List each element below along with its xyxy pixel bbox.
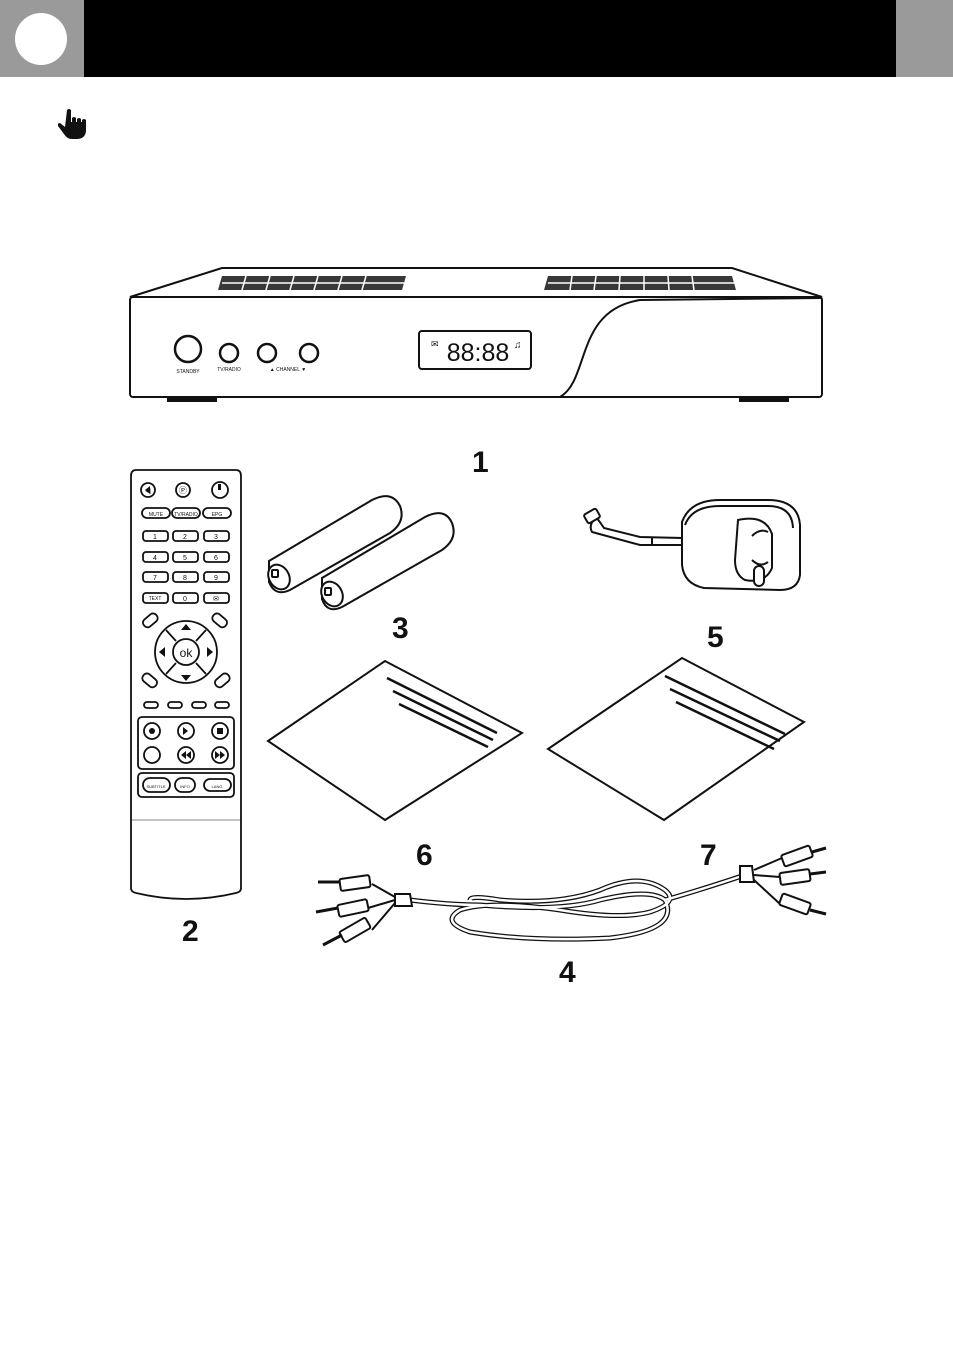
item-number-7: 7 [700, 839, 717, 873]
remote-key-2: 2 [183, 534, 187, 541]
warranty-card-illustration [548, 658, 804, 820]
item-number-1: 1 [472, 446, 489, 480]
remote-key-subtitle: SUBTITLE [146, 784, 165, 789]
remote-key-info: INFO [180, 784, 190, 789]
item-number-4: 4 [559, 956, 576, 990]
item-number-6: 6 [416, 839, 433, 873]
item-number-5: 5 [707, 621, 724, 655]
remote-key-mute: MUTE [149, 512, 164, 518]
remote-key-1: 1 [153, 534, 157, 541]
remote-key-0: 0 [183, 596, 187, 603]
remote-key-8: 8 [183, 575, 187, 582]
remote-key-tvradio: TV/RADIO [174, 512, 198, 518]
remote-key-9: 9 [214, 575, 218, 582]
remote-key-ok: ok [180, 646, 194, 660]
receiver-display-digits: 88:88 [447, 339, 510, 367]
remote-key-3: 3 [214, 534, 218, 541]
power-adapter-illustration [583, 500, 800, 590]
remote-key-text: TEXT [149, 596, 162, 602]
receiver-illustration [130, 268, 822, 401]
remote-key-p: Ⓟ [179, 486, 187, 495]
rca-cable-illustration [316, 845, 826, 945]
manual-illustration [268, 661, 522, 820]
remote-key-vol: ◁ [145, 488, 151, 495]
remote-key-7: 7 [153, 575, 157, 582]
receiver-label-tvradio: TV/RADIO [217, 367, 241, 373]
receiver-label-standby: STANDBY [176, 369, 200, 375]
item-number-3: 3 [392, 612, 409, 646]
remote-key-epg: EPG [212, 512, 223, 518]
remote-key-4: 4 [153, 555, 157, 562]
item-number-2: 2 [182, 915, 199, 949]
receiver-display-music-icon: ♫ [514, 340, 522, 351]
remote-key-6: 6 [214, 555, 218, 562]
receiver-display-mail-icon: ✉ [431, 339, 439, 349]
receiver-label-channel: ▲ CHANNEL ▼ [270, 367, 306, 373]
remote-key-mail: ✉ [213, 596, 219, 603]
batteries-illustration [264, 496, 454, 610]
remote-key-lang: LANG [212, 784, 223, 789]
remote-key-5: 5 [183, 555, 187, 562]
